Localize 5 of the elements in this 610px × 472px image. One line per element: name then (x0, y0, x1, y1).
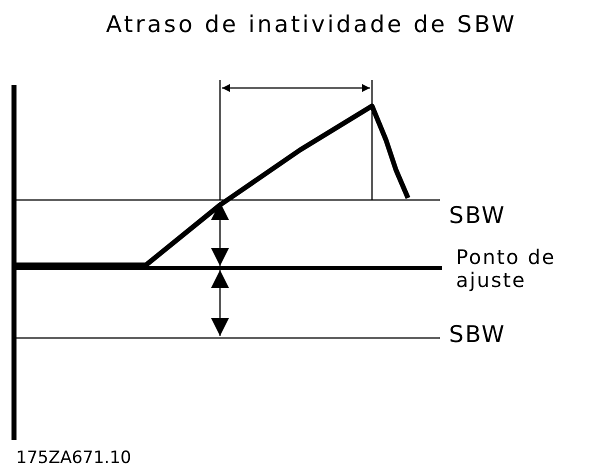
level-label: SBW (449, 203, 507, 230)
dimension-label: Atraso de inatividade de SBW (106, 12, 518, 38)
level-label: SBW (449, 322, 507, 348)
level-label: Ponto de ajuste (456, 246, 557, 292)
drawing-number: 175ZA671.10 (16, 449, 132, 469)
